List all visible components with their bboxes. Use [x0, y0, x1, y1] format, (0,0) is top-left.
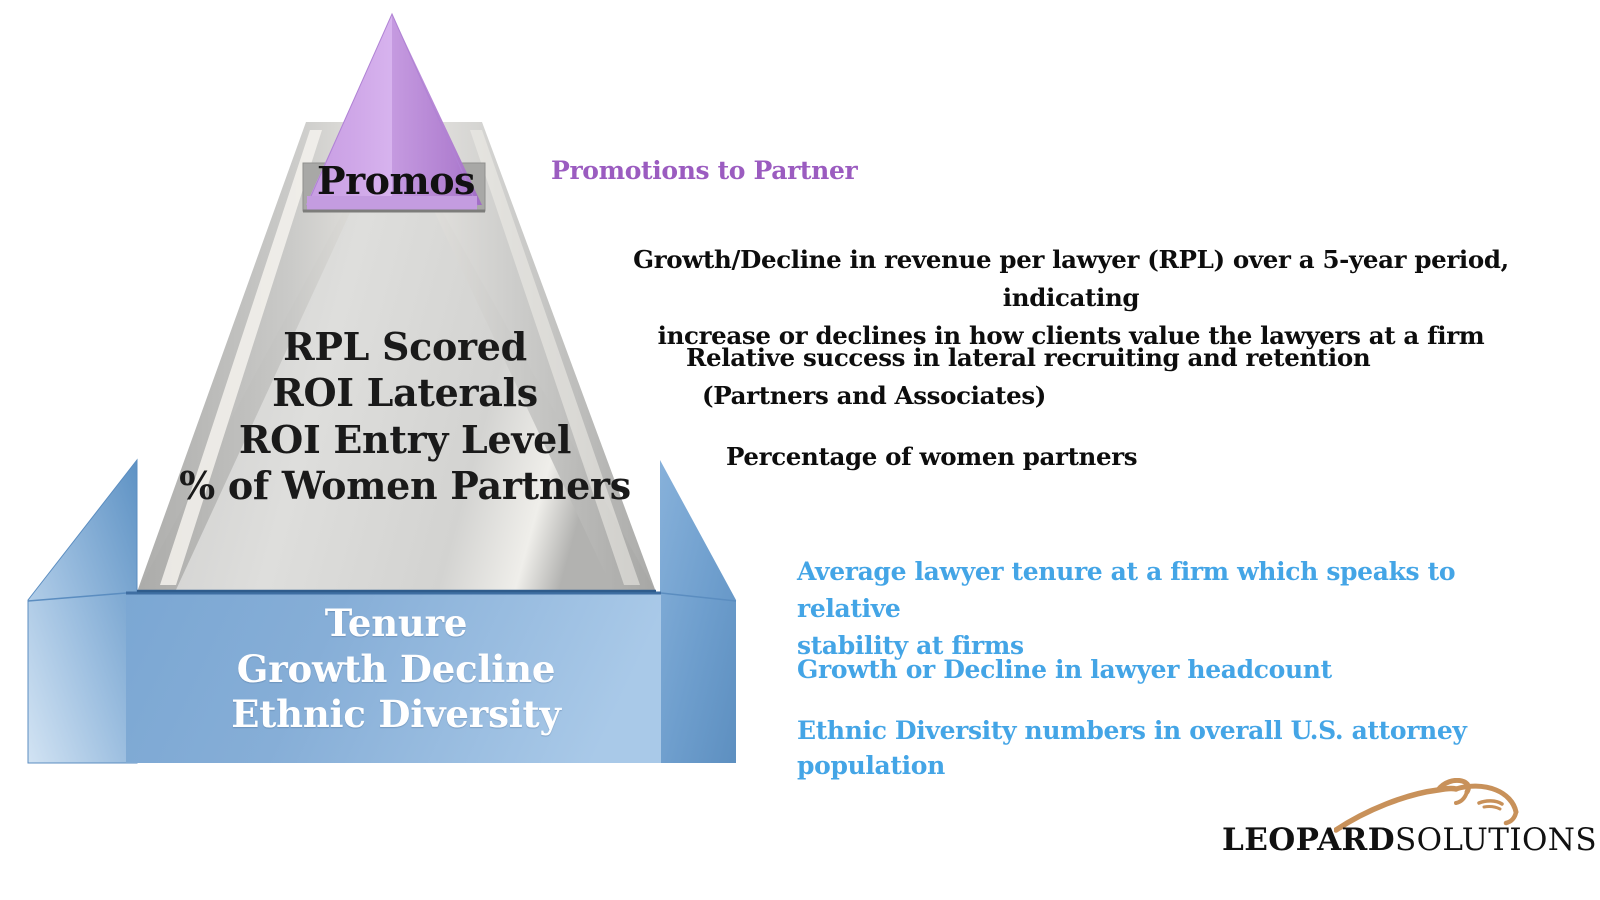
annotation-laterals-line-1: Relative success in lateral recruiting a…: [686, 343, 1371, 372]
annotation-promotions: Promotions to Partner: [551, 155, 858, 188]
annotation-laterals: Relative success in lateral recruiting a…: [686, 339, 1371, 416]
pyramid-shape: [27, 12, 737, 764]
pyramid-diagram: Promos RPL Scored ROI Laterals ROI Entry…: [0, 0, 800, 800]
logo-word-leopard: LEOPARD: [1222, 822, 1395, 858]
annotation-tenure-line-1: Average lawyer tenure at a firm which sp…: [797, 557, 1456, 623]
annotation-rpl-line-1: Growth/Decline in revenue per lawyer (RP…: [633, 245, 1509, 312]
annotation-laterals-line-2: (Partners and Associates): [702, 381, 1047, 411]
annotation-promotions-line-1: Promotions to Partner: [551, 156, 858, 185]
annotation-ethnic-diversity: Ethnic Diversity numbers in overall U.S.…: [797, 713, 1600, 783]
leopard-solutions-logo: LEOPARDSOLUTIONS: [1222, 778, 1597, 873]
annotation-women-partners-line-1: Percentage of women partners: [726, 442, 1138, 471]
logo-word-solutions: SOLUTIONS: [1394, 822, 1597, 858]
annotation-rpl-line-2: increase or declines in how clients valu…: [657, 320, 1485, 350]
annotation-tenure: Average lawyer tenure at a firm which sp…: [797, 553, 1497, 664]
annotation-ethnic-diversity-line-1: Ethnic Diversity numbers in overall U.S.…: [797, 716, 1467, 780]
annotation-tenure-line-2: stability at firms: [797, 631, 1024, 660]
annotation-women-partners: Percentage of women partners: [726, 440, 1138, 474]
annotation-headcount: Growth or Decline in lawyer headcount: [797, 652, 1332, 687]
leopard-icon: [1334, 778, 1519, 833]
annotation-headcount-line-1: Growth or Decline in lawyer headcount: [797, 655, 1332, 684]
logo-wordmark: LEOPARDSOLUTIONS: [1222, 822, 1597, 858]
annotation-rpl: Growth/Decline in revenue per lawyer (RP…: [626, 241, 1516, 355]
